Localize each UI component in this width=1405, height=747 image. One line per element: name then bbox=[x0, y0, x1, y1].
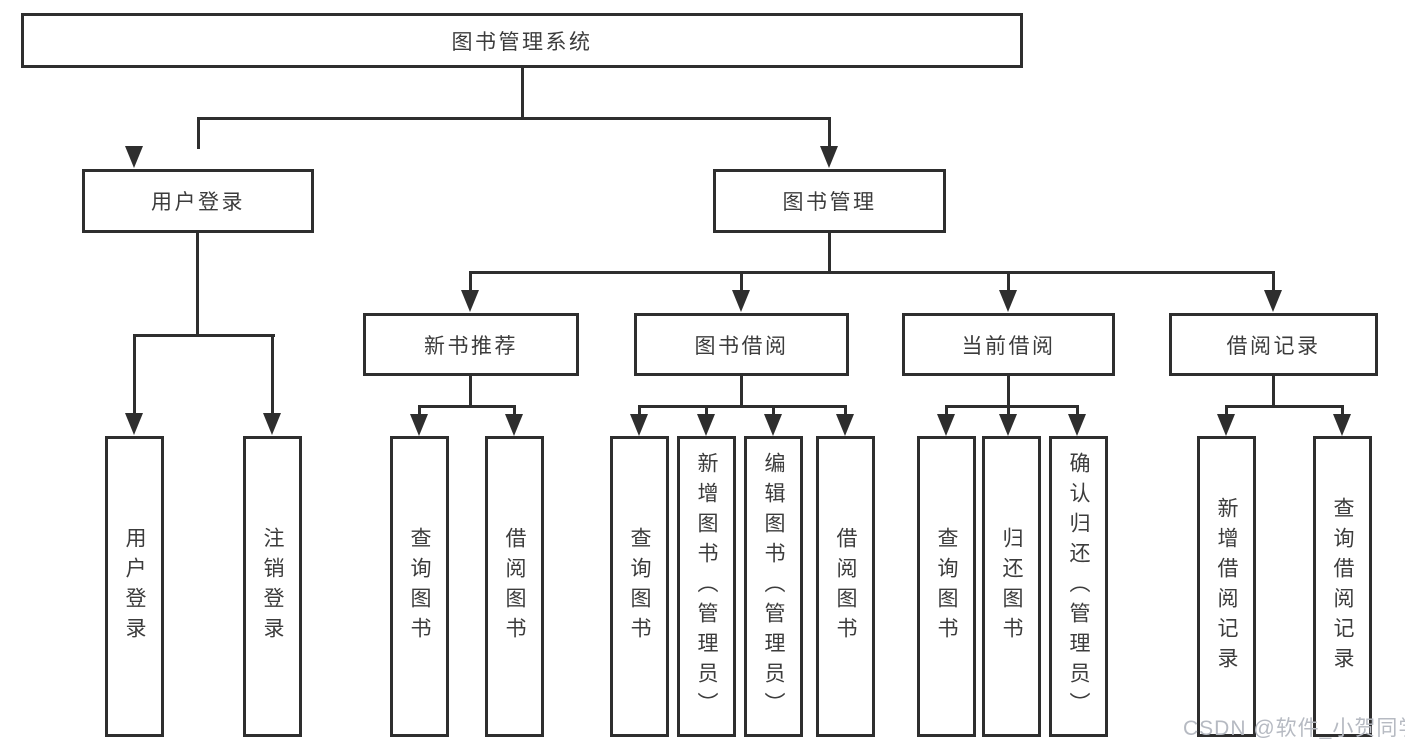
connector-current-drop-2 bbox=[1007, 405, 1010, 416]
arrowhead-current-return bbox=[999, 414, 1017, 436]
connector-root-drop-right bbox=[828, 117, 831, 149]
arrowhead-records-query bbox=[1333, 414, 1351, 436]
leaf-logout-login: 注销登录 bbox=[243, 436, 302, 737]
leaf-edit-books-admin-label: 编辑图书（管理员） bbox=[762, 451, 785, 722]
connector-current-drop-1 bbox=[945, 405, 948, 416]
arrowhead-borrow-query bbox=[630, 414, 648, 436]
connector-current-rail bbox=[945, 405, 1079, 408]
arrowhead-records-add bbox=[1217, 414, 1235, 436]
leaf-query-borrow-record: 查询借阅记录 bbox=[1313, 436, 1372, 737]
connector-user-login-rail bbox=[133, 334, 275, 337]
leaf-borrow-books-borrowing: 借阅图书 bbox=[816, 436, 875, 737]
connector-user-login-stem bbox=[196, 233, 199, 337]
connector-borrow-drop-4 bbox=[844, 405, 847, 416]
connector-borrow-stem bbox=[740, 376, 743, 408]
connector-current-stem bbox=[1007, 376, 1010, 408]
leaf-add-books-admin-label: 新增图书（管理员） bbox=[695, 451, 718, 722]
leaf-add-borrow-record-label: 新增借阅记录 bbox=[1215, 496, 1238, 677]
connector-book-mgmt-drop-1 bbox=[469, 271, 472, 293]
node-current-borrowing: 当前借阅 bbox=[902, 313, 1115, 376]
node-book-borrowing: 图书借阅 bbox=[634, 313, 849, 376]
watermark: CSDN @软件_小贺同学 bbox=[1183, 717, 1405, 740]
connector-rec-stem bbox=[469, 376, 472, 408]
leaf-return-books-label: 归还图书 bbox=[1000, 526, 1023, 647]
leaf-confirm-return-admin-label: 确认归还（管理员） bbox=[1067, 451, 1090, 722]
connector-records-stem bbox=[1272, 376, 1275, 408]
leaf-query-books-recommend-label: 查询图书 bbox=[408, 526, 431, 647]
leaf-return-books: 归还图书 bbox=[982, 436, 1041, 737]
arrowhead-borrow-borrow bbox=[836, 414, 854, 436]
node-library-system: 图书管理系统 bbox=[21, 13, 1023, 68]
leaf-logout-login-label: 注销登录 bbox=[261, 526, 284, 647]
arrowhead-current-confirm bbox=[1068, 414, 1086, 436]
node-book-borrowing-label: 图书借阅 bbox=[694, 334, 789, 358]
node-user-login: 用户登录 bbox=[82, 169, 314, 233]
arrowhead-borrow-add bbox=[697, 414, 715, 436]
leaf-query-books-current-label: 查询图书 bbox=[935, 526, 958, 647]
leaf-borrow-books-recommend: 借阅图书 bbox=[485, 436, 544, 737]
arrowhead-rec-borrow bbox=[505, 414, 523, 436]
connector-user-login-drop-1 bbox=[133, 334, 136, 415]
arrowhead-current-borrow bbox=[999, 290, 1017, 312]
connector-user-login-drop-2 bbox=[271, 334, 274, 415]
leaf-query-books-recommend: 查询图书 bbox=[390, 436, 449, 737]
leaf-add-books-admin: 新增图书（管理员） bbox=[677, 436, 736, 737]
arrowhead-current-query bbox=[937, 414, 955, 436]
connector-rec-drop-2 bbox=[513, 405, 516, 416]
connector-records-drop-2 bbox=[1341, 405, 1344, 416]
node-new-book-recommend-label: 新书推荐 bbox=[424, 334, 518, 358]
connector-root-drop-left bbox=[197, 117, 200, 149]
leaf-query-books-borrowing: 查询图书 bbox=[610, 436, 669, 737]
leaf-borrow-books-recommend-label: 借阅图书 bbox=[503, 526, 526, 647]
node-book-management-label: 图书管理 bbox=[782, 191, 877, 214]
leaf-borrow-books-borrowing-label: 借阅图书 bbox=[834, 526, 857, 647]
leaf-query-borrow-record-label: 查询借阅记录 bbox=[1331, 496, 1354, 677]
connector-borrow-drop-1 bbox=[638, 405, 641, 416]
arrowhead-borrow-records bbox=[1264, 290, 1282, 312]
arrowhead-new-book-rec bbox=[461, 290, 479, 312]
leaf-query-books-borrowing-label: 查询图书 bbox=[628, 526, 651, 647]
leaf-user-login-label: 用户登录 bbox=[123, 526, 146, 647]
connector-rec-drop-1 bbox=[418, 405, 421, 416]
leaf-confirm-return-admin: 确认归还（管理员） bbox=[1049, 436, 1108, 737]
arrowhead-book-borrow bbox=[732, 290, 750, 312]
connector-book-mgmt-drop-4 bbox=[1272, 271, 1275, 293]
connector-book-mgmt-stem bbox=[828, 232, 831, 274]
arrowhead-user-login bbox=[125, 146, 143, 168]
node-library-system-label: 图书管理系统 bbox=[451, 30, 593, 54]
leaf-query-books-current: 查询图书 bbox=[917, 436, 976, 737]
node-new-book-recommend: 新书推荐 bbox=[363, 313, 579, 376]
leaf-user-login: 用户登录 bbox=[105, 436, 164, 737]
connector-book-mgmt-drop-2 bbox=[740, 271, 743, 293]
arrowhead-leaf-user-login bbox=[125, 413, 143, 435]
connector-borrow-drop-2 bbox=[705, 405, 708, 416]
connector-rec-rail bbox=[418, 405, 516, 408]
node-user-login-label: 用户登录 bbox=[151, 191, 245, 214]
node-borrowing-records: 借阅记录 bbox=[1169, 313, 1378, 376]
connector-root-stem bbox=[521, 68, 524, 120]
connector-book-mgmt-rail bbox=[469, 271, 1275, 274]
node-book-management: 图书管理 bbox=[713, 169, 946, 233]
arrowhead-rec-query bbox=[410, 414, 428, 436]
arrowhead-book-mgmt bbox=[820, 146, 838, 168]
connector-book-mgmt-drop-3 bbox=[1007, 271, 1010, 293]
node-borrowing-records-label: 借阅记录 bbox=[1226, 334, 1321, 358]
arrowhead-borrow-edit bbox=[764, 414, 782, 436]
connector-borrow-drop-3 bbox=[772, 405, 775, 416]
connector-current-drop-3 bbox=[1076, 405, 1079, 416]
arrowhead-leaf-logout bbox=[263, 413, 281, 435]
node-current-borrowing-label: 当前借阅 bbox=[961, 334, 1056, 358]
connector-records-rail bbox=[1225, 405, 1344, 408]
connector-records-drop-1 bbox=[1225, 405, 1228, 416]
connector-borrow-rail bbox=[638, 405, 847, 408]
leaf-edit-books-admin: 编辑图书（管理员） bbox=[744, 436, 803, 737]
connector-root-rail bbox=[197, 117, 831, 120]
leaf-add-borrow-record: 新增借阅记录 bbox=[1197, 436, 1256, 737]
